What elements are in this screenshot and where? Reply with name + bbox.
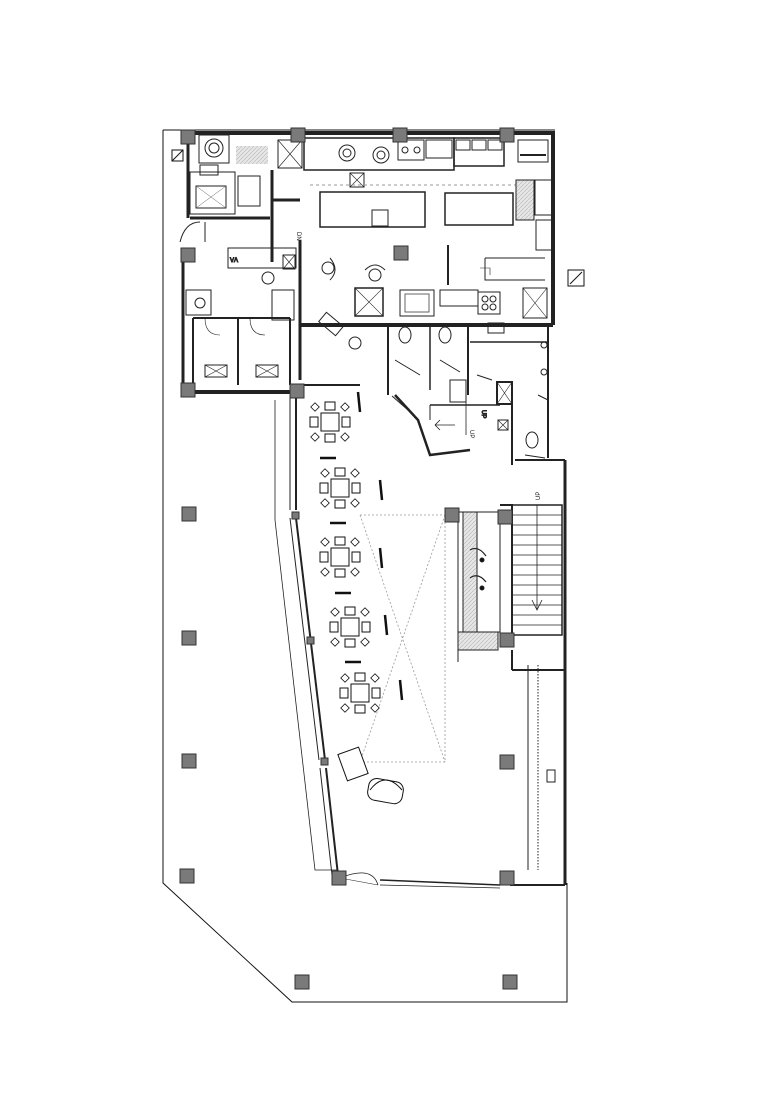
back-of-house [179,134,300,262]
column-icon [179,127,518,990]
restrooms: UP [387,322,549,465]
bar-counter [457,511,501,662]
building-walls [181,131,567,886]
banquette-markers [320,391,404,701]
storage-rooms [192,317,291,385]
va-label: VΛ [230,258,238,264]
table-set-icon [339,672,381,714]
up-label: UP [468,430,474,438]
table-set-icon [309,401,351,443]
service-corridor: VΛ [185,240,302,380]
toilet-icon [525,431,539,449]
toilet-icon [398,326,412,344]
site-boundary [162,130,568,1003]
ramp [511,650,565,870]
table-set-icon [329,606,371,648]
void-outline [359,514,446,763]
dn-label: DN [295,232,301,241]
lounge-seating [337,746,404,805]
kitchen [277,137,555,350]
up-label: UP [480,410,486,418]
up-label: UP [536,492,542,500]
table-set-icon [319,467,361,509]
north-arrow-icon-2 [567,269,585,287]
toilet-icon [438,326,452,344]
table-set-icon [319,536,361,578]
north-arrow-icon [171,149,184,162]
